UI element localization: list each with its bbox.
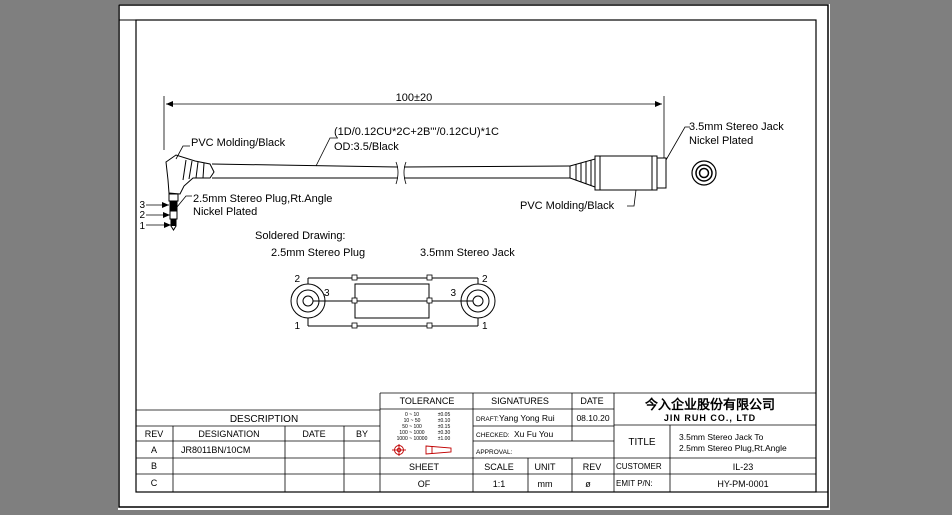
scale-label: SCALE — [484, 462, 514, 472]
approval-label: APPROVAL: — [476, 449, 513, 456]
sheet-value: OF — [418, 479, 431, 489]
emit-pn-label: EMIT P/N: — [616, 479, 653, 488]
tolerance-table: 0 ~ 10 ±0.05 10 ~ 50 ±0.10 50 ~ 100 ±0.1… — [397, 412, 451, 442]
checked-label: CHECKED: — [476, 432, 510, 439]
title-line-2: 2.5mm Stereo Plug,Rt.Angle — [679, 443, 787, 453]
draft-name: Yang Yong Rui — [499, 413, 555, 423]
jack-front-view — [691, 160, 717, 186]
cable-spec-label: (1D/0.12CU*2C+2B'''/0.12CU)*1C — [334, 126, 499, 138]
jack-finish-label: Nickel Plated — [689, 135, 753, 147]
draft-date: 08.10.20 — [576, 413, 609, 423]
inner-border — [135, 19, 817, 493]
unit-value: mm — [538, 479, 553, 489]
unit-label: UNIT — [535, 462, 556, 472]
title-block-grid — [380, 392, 816, 492]
scale-value: 1:1 — [493, 479, 506, 489]
solder-jack-label: 3.5mm Stereo Jack — [420, 247, 515, 259]
projection-symbol-icon — [392, 444, 452, 456]
solder-left-pin-1: 1 — [294, 321, 300, 332]
svg-text:100 ~ 1000: 100 ~ 1000 — [399, 430, 424, 436]
length-dimension — [163, 96, 665, 160]
svg-text:10 ~ 50: 10 ~ 50 — [404, 418, 421, 424]
outer-border — [118, 4, 829, 508]
sheet-label: SHEET — [409, 462, 440, 472]
soldered-drawing-heading: Soldered Drawing: — [255, 230, 346, 242]
svg-text:0 ~ 10: 0 ~ 10 — [405, 412, 419, 418]
customer-label: CUSTOMER — [616, 462, 662, 471]
date-header: DATE — [302, 429, 325, 439]
customer-value: IL-23 — [733, 462, 754, 472]
designation-header: DESIGNATION — [198, 429, 259, 439]
jack-type-label: 3.5mm Stereo Jack — [689, 121, 784, 133]
rev-label: REV — [583, 462, 602, 472]
svg-text:±0.10: ±0.10 — [438, 418, 451, 424]
leader-lines — [146, 126, 690, 228]
solder-left-pin-2: 2 — [294, 274, 300, 285]
solder-left-pin-3: 3 — [324, 288, 330, 299]
rev-c: C — [151, 478, 158, 488]
date-column-header: DATE — [580, 396, 603, 406]
signatures-header: SIGNATURES — [491, 396, 549, 406]
solder-right-pin-3: 3 — [450, 288, 456, 299]
plug-molding — [165, 154, 215, 195]
plug-pin-2-label: 2 — [139, 210, 145, 221]
by-header: BY — [356, 429, 368, 439]
solder-right-pin-2: 2 — [482, 274, 488, 285]
rev-a: A — [151, 445, 157, 455]
rev-a-designation: JR8011BN/10CM — [181, 445, 250, 455]
company-name-cn: 今入企业股份有限公司 — [644, 397, 775, 412]
title-line-1: 3.5mm Stereo Jack To — [679, 432, 764, 442]
revision-table-title: DESCRIPTION — [230, 414, 298, 425]
rev-value: ø — [585, 479, 591, 489]
jack-body — [594, 155, 667, 191]
plug-pins — [168, 193, 179, 231]
solder-junctions — [351, 274, 433, 329]
rev-header: REV — [145, 429, 164, 439]
svg-text:±0.30: ±0.30 — [438, 430, 451, 436]
length-dimension-label: 100±20 — [396, 92, 433, 104]
svg-text:±0.15: ±0.15 — [438, 424, 451, 430]
company-name-en: JIN RUH CO., LTD — [664, 413, 756, 423]
draft-label: DRAFT: — [476, 416, 499, 423]
left-molding-label: PVC Molding/Black — [191, 137, 286, 149]
title-label: TITLE — [628, 437, 656, 448]
svg-text:±0.05: ±0.05 — [438, 412, 451, 418]
svg-text:±1.00: ±1.00 — [438, 436, 451, 442]
plug-pin-1-label: 1 — [139, 221, 145, 232]
solder-right-pin-1: 1 — [482, 321, 488, 332]
emit-pn-value: HY-PM-0001 — [717, 479, 768, 489]
svg-text:1000 ~ 10000: 1000 ~ 10000 — [397, 436, 428, 442]
solder-plug-label: 2.5mm Stereo Plug — [271, 247, 365, 259]
cable-od-label: OD:3.5/Black — [334, 141, 399, 153]
plug-pin-3-label: 3 — [139, 200, 145, 211]
plug-finish-label: Nickel Plated — [193, 206, 257, 218]
svg-text:50 ~ 100: 50 ~ 100 — [402, 424, 422, 430]
right-molding-label: PVC Molding/Black — [520, 200, 615, 212]
revision-table-grid — [136, 393, 381, 492]
cable — [211, 161, 571, 185]
plug-type-label: 2.5mm Stereo Plug,Rt.Angle — [193, 193, 332, 205]
checked-name: Xu Fu You — [514, 429, 554, 439]
tolerance-header: TOLERANCE — [400, 396, 455, 406]
jack-strain-relief — [569, 158, 596, 188]
rev-b: B — [151, 461, 157, 471]
